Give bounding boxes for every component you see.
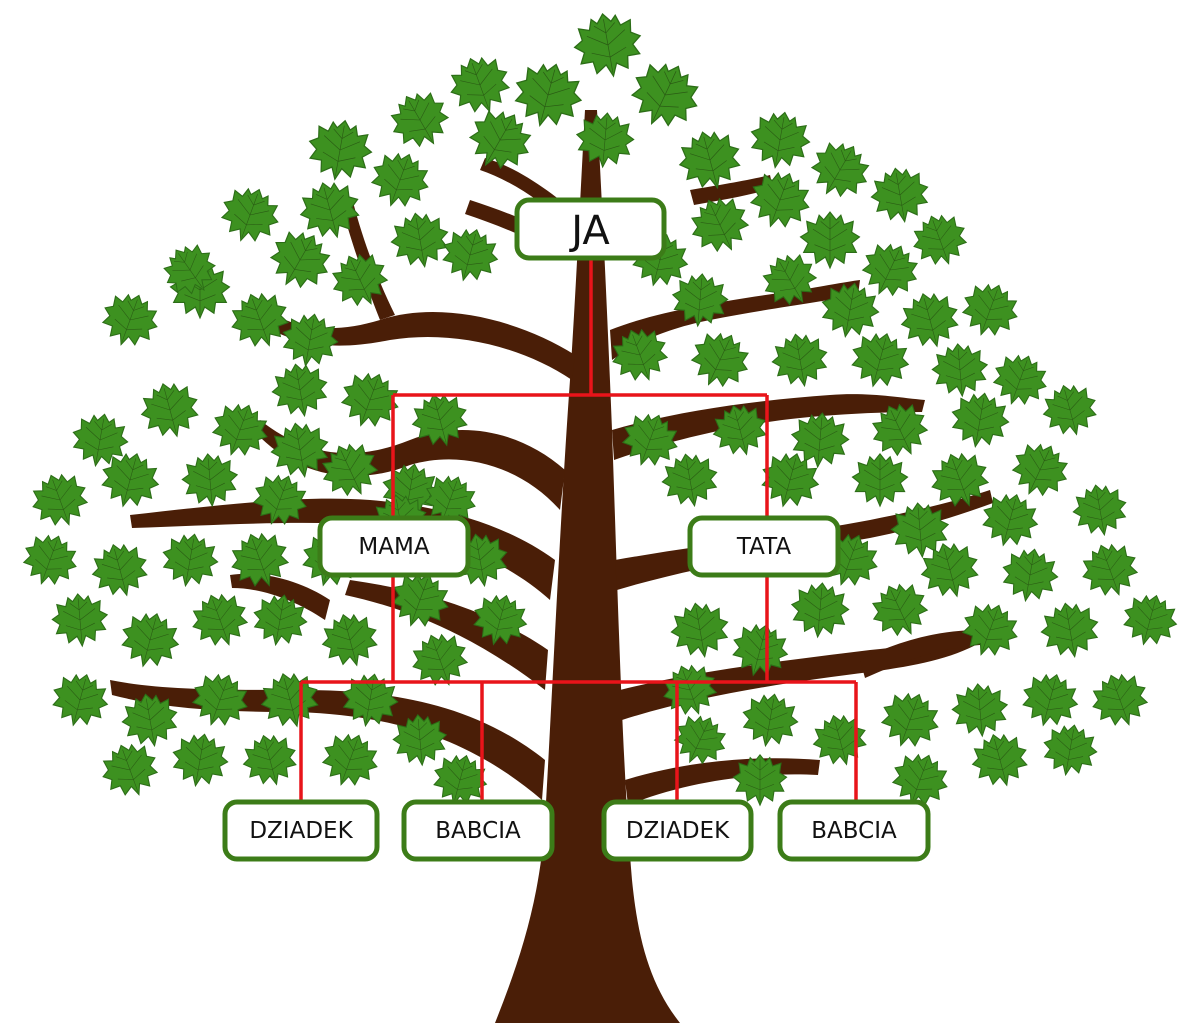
leaf-icon <box>316 607 384 673</box>
leaf-icon <box>666 597 734 663</box>
leaf-icon <box>767 328 833 392</box>
leaf-icon <box>788 580 852 640</box>
leaf-icon <box>1037 378 1103 442</box>
leaf-icon <box>569 7 647 83</box>
leaf-icon <box>303 114 377 186</box>
leaf-icon <box>985 346 1055 414</box>
leaf-icon <box>94 285 166 355</box>
leaf-icon <box>157 528 223 592</box>
leaf-icon <box>949 681 1011 739</box>
leaf-icon <box>954 275 1026 345</box>
node-grandfather-father-side: DZIADEK <box>601 799 754 862</box>
leaf-icon <box>15 526 85 594</box>
leaf-icon <box>1038 720 1102 780</box>
leaf-icon <box>929 341 991 399</box>
leaf-icon <box>314 725 386 795</box>
leaf-icon <box>49 591 111 649</box>
leaf-icon <box>1074 535 1146 605</box>
node-grandfather-father-side-label: DZIADEK <box>626 818 730 844</box>
leaf-icon <box>1003 434 1077 506</box>
leaf-icon <box>946 387 1014 453</box>
leaf-icon <box>1016 667 1084 733</box>
connector-lines <box>299 255 858 800</box>
leaf-icon <box>954 595 1026 665</box>
leaf-icon <box>333 364 407 436</box>
leaf-icon <box>237 728 303 792</box>
leaf-icon <box>799 211 861 269</box>
leaf-icon <box>507 55 589 135</box>
leaf-icon <box>46 667 114 733</box>
leaf-icon <box>213 179 287 251</box>
leaf-icon <box>682 322 758 398</box>
leaf-icon <box>1084 665 1156 735</box>
leaf-icon <box>1068 480 1132 540</box>
leaf-icon <box>997 543 1063 607</box>
leaf-icon <box>966 727 1034 793</box>
leaf-icon <box>363 144 437 216</box>
leaf-icon <box>801 131 879 209</box>
node-tata: TATA <box>687 515 841 578</box>
node-grandmother-father-side: BABCIA <box>777 799 931 862</box>
leaf-icon <box>745 106 815 174</box>
leaf-icon <box>873 684 947 756</box>
node-mama: MAMA <box>317 515 471 578</box>
node-grandmother-father-side-label: BABCIA <box>811 818 897 844</box>
node-ja: JA <box>514 197 667 261</box>
leaf-icon <box>742 163 818 237</box>
leaf-icon <box>844 325 916 395</box>
leaf-icon <box>277 308 343 372</box>
leaf-icon <box>24 465 96 535</box>
leaf-icon <box>851 453 909 507</box>
node-tata-label: TATA <box>736 534 791 560</box>
node-grandfather-mother-side: DZIADEK <box>222 799 380 862</box>
leaf-icon <box>267 358 333 422</box>
leaf-icon <box>259 220 341 300</box>
node-mama-label: MAMA <box>358 534 429 560</box>
node-grandmother-mother-side: BABCIA <box>401 799 555 862</box>
leaf-icon <box>184 585 256 655</box>
leaf-icon <box>86 537 154 603</box>
leaf-icon <box>381 81 459 159</box>
node-grandfather-mother-side-label: DZIADEK <box>249 818 353 844</box>
leaf-icon <box>442 48 518 122</box>
leaf-icon <box>866 162 934 228</box>
leaf-icon <box>1036 597 1104 663</box>
leaf-icon <box>863 574 937 646</box>
leaf-icon <box>167 728 233 792</box>
leaf-icon <box>620 51 710 139</box>
leaf-icon <box>134 375 206 445</box>
leaf-icon <box>894 285 966 355</box>
leaf-icon <box>1117 588 1183 652</box>
leaf-icon <box>114 605 186 675</box>
node-grandmother-mother-side-label: BABCIA <box>435 818 521 844</box>
leaf-icon <box>179 451 241 509</box>
leaf-icon <box>386 207 454 273</box>
leaf-icon <box>737 688 803 752</box>
node-ja-label: JA <box>568 208 610 254</box>
